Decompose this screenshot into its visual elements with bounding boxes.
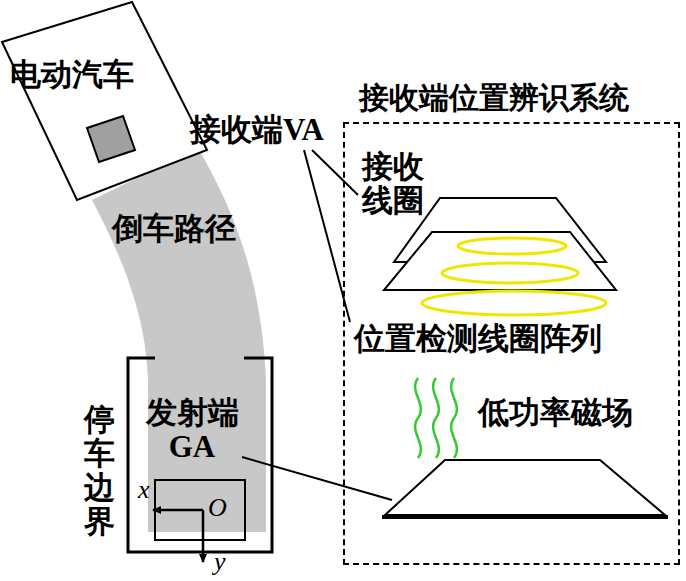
y-axis	[202, 510, 205, 562]
detection-coil	[422, 291, 606, 315]
axis-label: O	[208, 494, 227, 523]
callout-label: 接收 线圈	[362, 150, 434, 218]
callout-label: 位置检测线圈阵列	[354, 322, 602, 356]
vertical-label: 停车边界	[84, 403, 115, 539]
detection-coil	[458, 238, 566, 254]
callout-label: 接收端VA	[190, 113, 324, 147]
callout-label: 倒车路径	[112, 212, 236, 246]
leader-line	[242, 457, 392, 500]
parking-boundary-line	[128, 358, 272, 552]
x-axis	[153, 509, 203, 512]
leader-line	[312, 150, 358, 195]
magnetic-field-wave	[451, 378, 457, 458]
node-label: 接收端位置辨识系统	[359, 82, 686, 115]
vehicle-box: 电动汽车	[0, 0, 210, 205]
magnetic-field-wave	[433, 378, 439, 458]
transmitter-base	[382, 515, 668, 519]
axis-label: x	[138, 476, 150, 505]
detection-coil	[442, 263, 578, 283]
detection-coil-plane	[384, 232, 616, 290]
vehicle-outline	[0, 0, 210, 205]
node-label: 电动汽车	[10, 58, 160, 92]
reverse-path-band	[92, 148, 266, 532]
callout-label: 低功率磁场	[478, 396, 633, 430]
parking-area: 停车边界发射端 GA	[128, 358, 272, 552]
node-label: 发射端 GA	[142, 396, 242, 464]
magnetic-field-wave	[415, 378, 421, 458]
transmitter-coil	[385, 460, 665, 515]
axis-label: y	[214, 548, 226, 577]
